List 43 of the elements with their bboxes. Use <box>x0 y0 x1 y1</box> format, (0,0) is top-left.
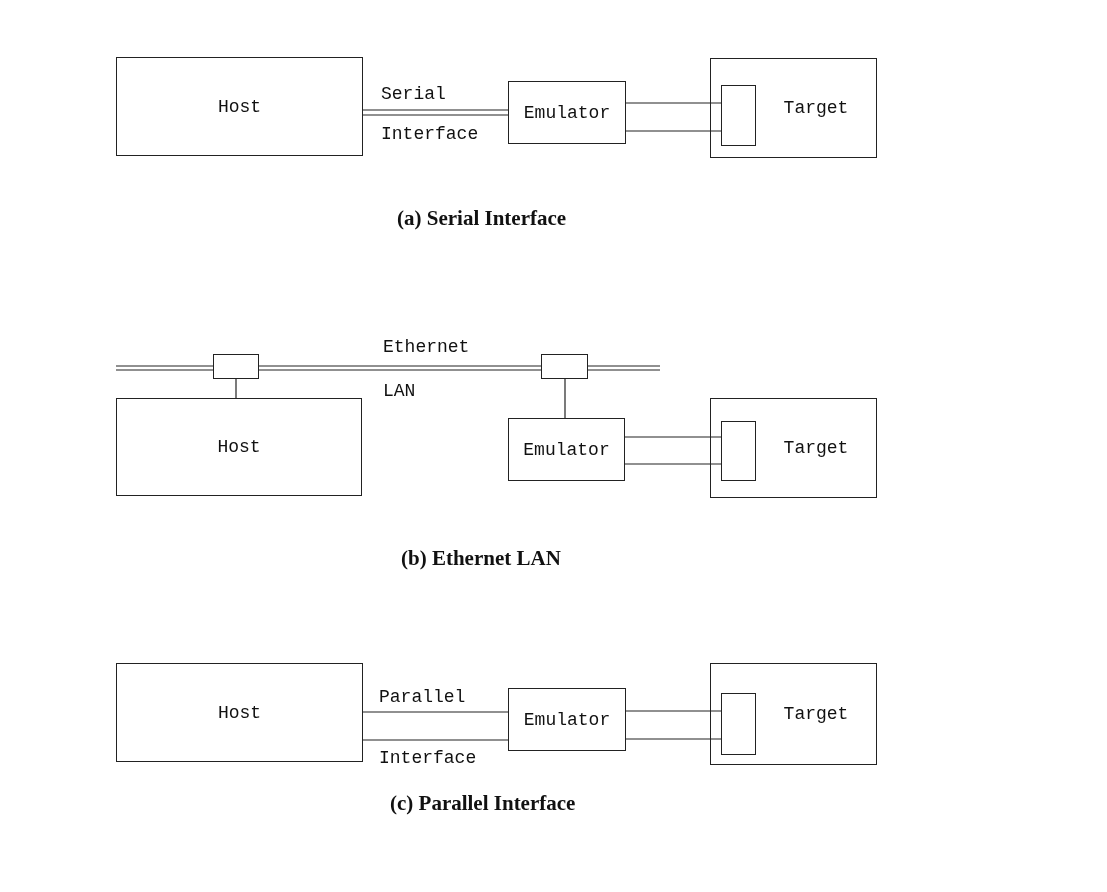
target-box <box>710 663 877 765</box>
tap-box <box>541 354 588 379</box>
edge-label: Ethernet LAN <box>383 336 471 403</box>
connector-line <box>624 463 722 465</box>
connector-line <box>258 365 542 371</box>
connector-line <box>625 738 722 740</box>
edge-label: Serial Interface <box>381 83 480 146</box>
emulator-box <box>508 418 625 481</box>
connector-line <box>235 378 237 399</box>
box-label: Host <box>217 702 262 723</box>
connector-line <box>362 711 509 713</box>
tap-box <box>213 354 259 379</box>
connector-line <box>625 710 722 712</box>
box-label: Host <box>217 437 261 457</box>
figure-caption: (c) Parallel Interface <box>390 791 576 816</box>
bus-line <box>115 365 214 371</box>
connector-line <box>362 739 509 741</box>
figure-caption: (b) Ethernet LAN <box>401 546 561 571</box>
figure-caption: (a) Serial Interface <box>397 206 567 231</box>
connector-line <box>362 109 509 116</box>
box-label: Emulator <box>523 439 610 460</box>
socket-box <box>721 693 756 755</box>
connector-line <box>564 378 566 419</box>
box-label: Target <box>783 98 849 118</box>
box-label: Emulator <box>523 102 611 123</box>
connector-line <box>625 130 722 132</box>
target-box <box>710 58 877 158</box>
socket-box <box>721 85 756 146</box>
box-label: Target <box>783 438 849 458</box>
host-box <box>116 398 362 496</box>
box-label: Target <box>783 704 849 724</box>
edge-label: Parallel Interface <box>379 686 478 770</box>
host-box <box>116 57 363 156</box>
emulator-box <box>508 688 626 751</box>
target-box <box>710 398 877 498</box>
connector-line <box>625 102 722 104</box>
host-box <box>116 663 363 762</box>
bus-line <box>587 365 661 371</box>
connector-line <box>624 436 722 438</box>
emulator-box <box>508 81 626 144</box>
box-label: Host <box>217 96 262 117</box>
box-label: Emulator <box>523 709 611 730</box>
socket-box <box>721 421 756 481</box>
